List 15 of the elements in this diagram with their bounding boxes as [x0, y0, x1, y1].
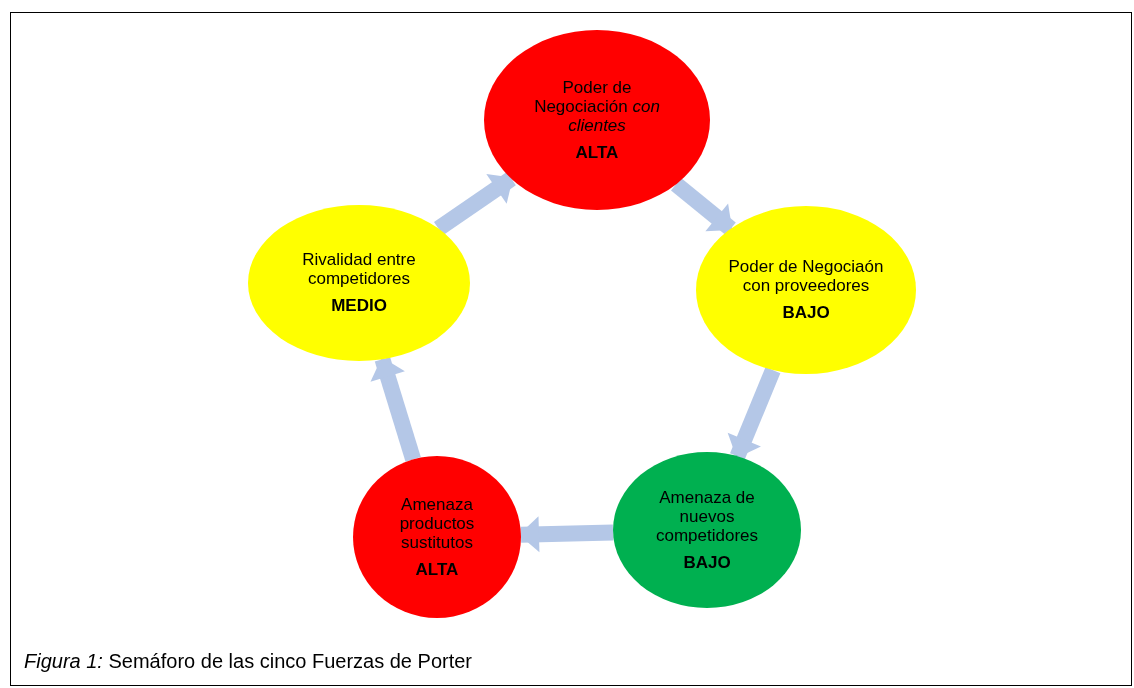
node-title: Rivalidad entre competidores	[301, 250, 417, 288]
block-arrow	[433, 172, 516, 236]
level-label: ALTA	[575, 142, 619, 163]
node-title: Amenaza de nuevos competidores	[654, 487, 759, 545]
block-arrow	[727, 367, 781, 460]
node-title: Poder de Negociaón con proveedores	[727, 257, 885, 295]
node-title: Poder de Negociación con clientes	[533, 77, 661, 135]
node-title: Amenaza productos sustitutos	[398, 494, 476, 552]
block-arrow	[370, 356, 421, 462]
figure-caption: Figura 1: Semáforo de las cinco Fuerzas de Porter	[24, 650, 472, 673]
level-label: BAJO	[683, 552, 731, 573]
block-arrow	[671, 178, 736, 235]
level-label: ALTA	[415, 559, 459, 580]
level-label: BAJO	[782, 303, 830, 323]
level-label: MEDIO	[331, 296, 387, 316]
